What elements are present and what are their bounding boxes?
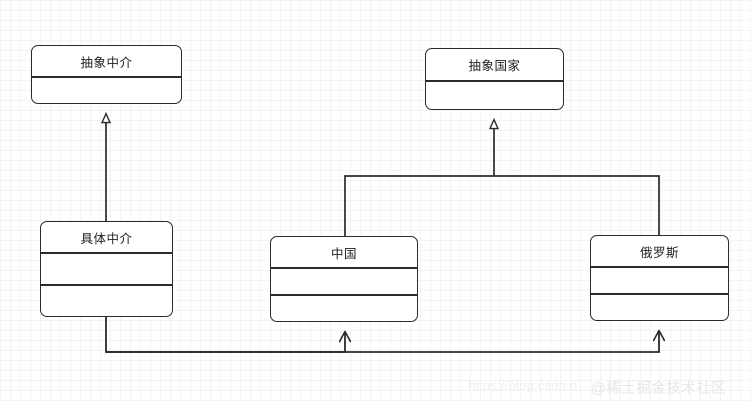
- class-box-china[interactable]: 中国: [270, 236, 418, 322]
- class-attributes-compartment: [426, 82, 563, 109]
- class-name-concrete-mediator: 具体中介: [80, 231, 133, 246]
- class-separator: [271, 294, 417, 296]
- class-separator: [32, 76, 181, 78]
- class-attributes-compartment: [591, 268, 728, 293]
- class-name-abstract-country: 抽象国家: [468, 59, 521, 73]
- edge-concrete-mediator-to-china: [105, 317, 345, 353]
- class-box-russia[interactable]: 俄罗斯: [590, 235, 729, 321]
- class-name-china: 中国: [330, 246, 357, 261]
- class-methods-compartment: [271, 296, 417, 321]
- class-name-abstract-mediator: 抽象中介: [80, 55, 133, 70]
- class-attributes-compartment: [32, 78, 181, 103]
- class-attributes-compartment: [271, 269, 417, 294]
- class-attributes-compartment: [41, 254, 172, 284]
- class-separator: [271, 267, 417, 269]
- class-methods-compartment: [41, 286, 172, 316]
- class-box-abstract-country[interactable]: 抽象国家: [425, 48, 564, 110]
- class-separator: [591, 293, 728, 295]
- class-separator: [591, 266, 728, 268]
- class-separator: [41, 252, 172, 254]
- edge-concrete-mediator-to-russia: [106, 331, 659, 353]
- class-box-abstract-mediator[interactable]: 抽象中介: [31, 45, 182, 104]
- class-name-russia: 俄罗斯: [639, 245, 679, 260]
- class-separator: [426, 80, 563, 82]
- class-box-concrete-mediator[interactable]: 具体中介: [40, 221, 173, 317]
- class-separator: [41, 284, 172, 286]
- edge-countries-to-abstract-country: [344, 120, 660, 236]
- class-methods-compartment: [591, 295, 728, 320]
